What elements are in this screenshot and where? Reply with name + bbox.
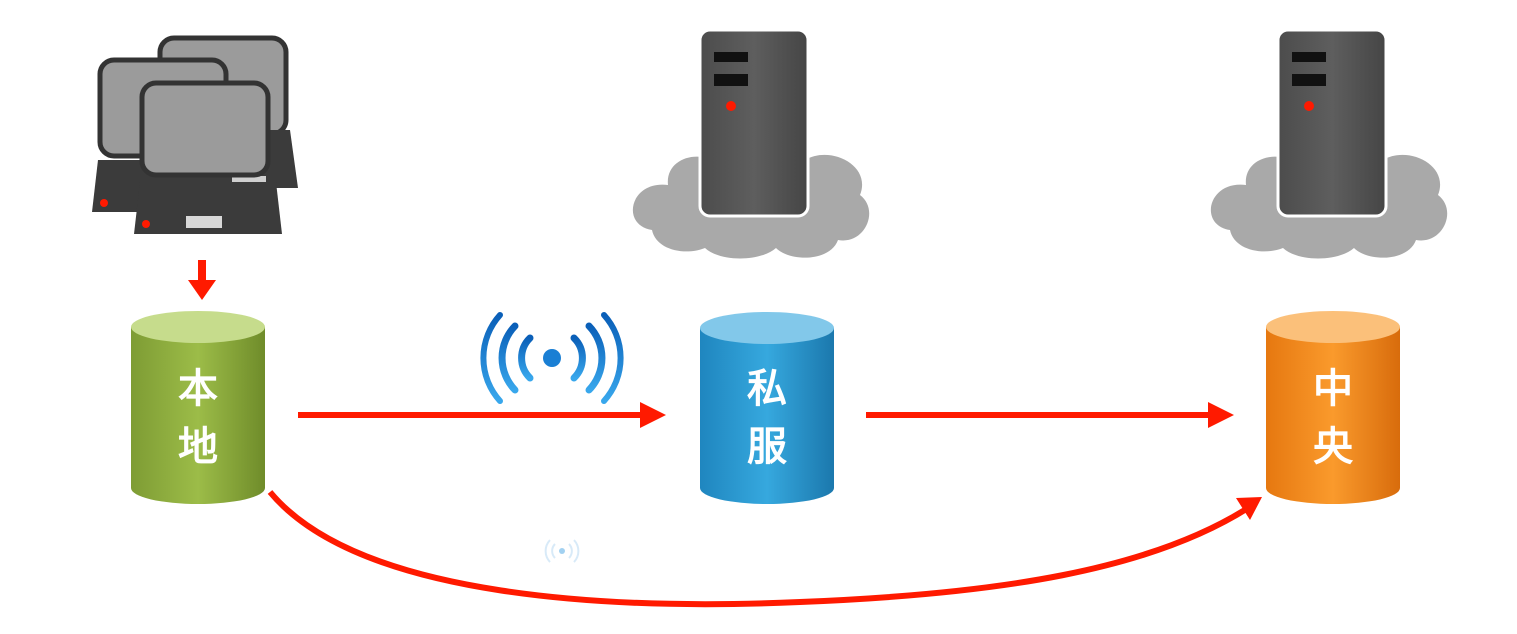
- database-local: 本 地: [131, 311, 265, 504]
- database-central-label-2: 央: [1313, 424, 1354, 470]
- computers-icon: [92, 35, 298, 234]
- arrow-private-to-central: [866, 402, 1234, 428]
- down-arrow: [188, 260, 216, 300]
- database-central-label-1: 中: [1313, 366, 1353, 412]
- database-local-label-1: 本: [178, 366, 218, 412]
- server-icon: [698, 28, 810, 218]
- wifi-signal-icon: [480, 312, 624, 404]
- database-private-label-1: 私: [747, 366, 787, 412]
- arrow-local-to-central: [267, 490, 1262, 608]
- arrow-local-to-private: [298, 402, 666, 428]
- wifi-signal-icon: [544, 539, 580, 563]
- database-local-label-2: 地: [178, 424, 218, 470]
- database-central: 中 央: [1266, 311, 1400, 504]
- database-private-label-2: 服: [747, 424, 787, 470]
- database-private: 私 服: [700, 312, 834, 504]
- server-icon: [1276, 28, 1388, 218]
